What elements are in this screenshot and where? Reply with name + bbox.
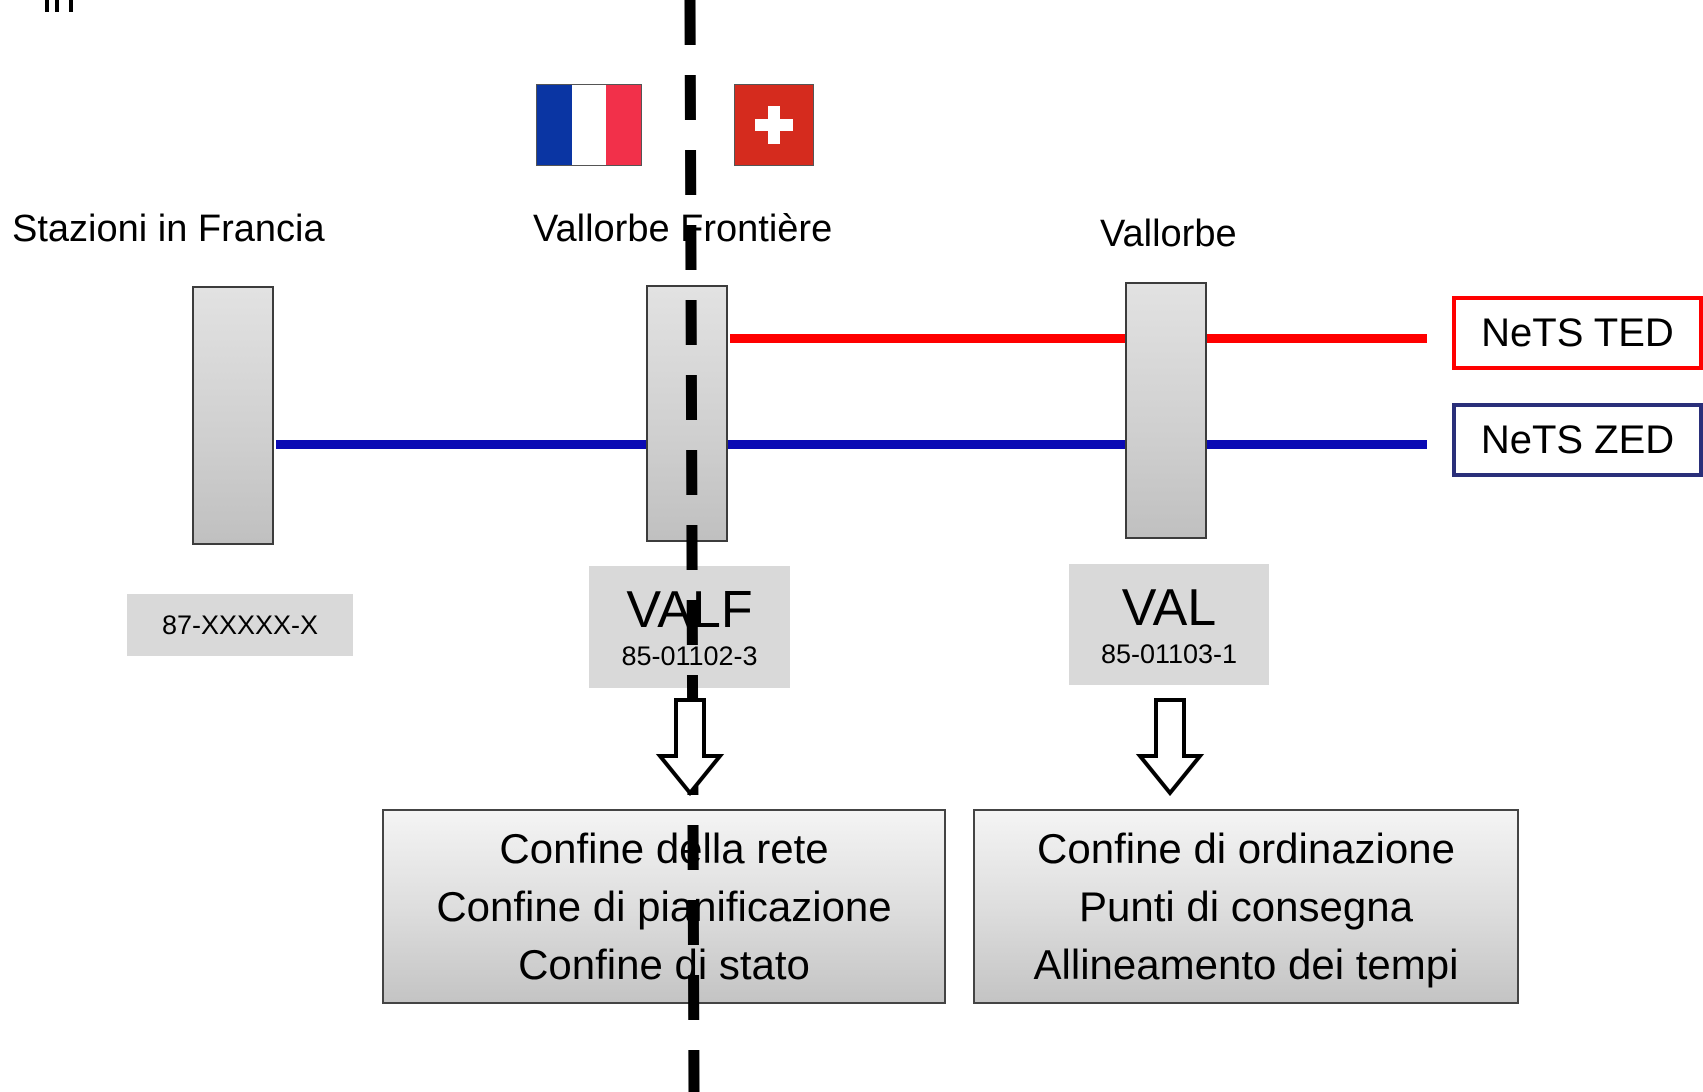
station-box-vallorbe [1125,282,1207,539]
station-code-val: 85-01103-1 [1100,639,1238,669]
down-arrow-icon [655,698,725,797]
switzerland-flag-icon [734,84,814,166]
cross-vertical [768,106,780,144]
nets-zed-line [276,440,1427,449]
flag-blue-stripe [537,85,572,165]
flag-white-stripe [571,85,607,165]
network-boundary-box: Confine della rete Confine di pianificaz… [382,809,946,1004]
nets-ted-line [730,334,1427,343]
station-label-vallorbe-frontiere: Vallorbe Frontière [533,208,833,250]
box-line-1: Confine di ordinazione [1037,824,1455,872]
station-box-france [192,286,274,545]
box-line-2: Punti di consegna [1079,882,1413,930]
station-label-france: Stazioni in Francia [12,208,325,250]
france-flag-icon [536,84,642,166]
box-line-1: Confine della rete [499,824,829,872]
station-abbr-val: VAL [1121,579,1217,637]
nets-zed-label: NeTS ZED [1452,403,1703,477]
box-line-3: Allineamento dei tempi [1033,940,1459,988]
box-line-2: Confine di pianificazione [436,882,892,930]
station-code-box-france: 87-XXXXX-X [127,594,353,656]
partial-title-mark [45,0,73,12]
nets-ted-label: NeTS TED [1452,296,1703,370]
station-code-france: 87-XXXXX-X [161,610,319,640]
station-label-vallorbe: Vallorbe [1100,213,1237,255]
flag-red-stripe [606,85,642,165]
station-code-box-val: VAL 85-01103-1 [1069,564,1269,685]
border-dashed-line [684,0,700,1092]
box-line-3: Confine di stato [518,940,810,988]
down-arrow-icon [1135,698,1205,797]
station-code-valf: 85-01102-3 [621,641,758,671]
ordering-boundary-box: Confine di ordinazione Punti di consegna… [973,809,1519,1004]
